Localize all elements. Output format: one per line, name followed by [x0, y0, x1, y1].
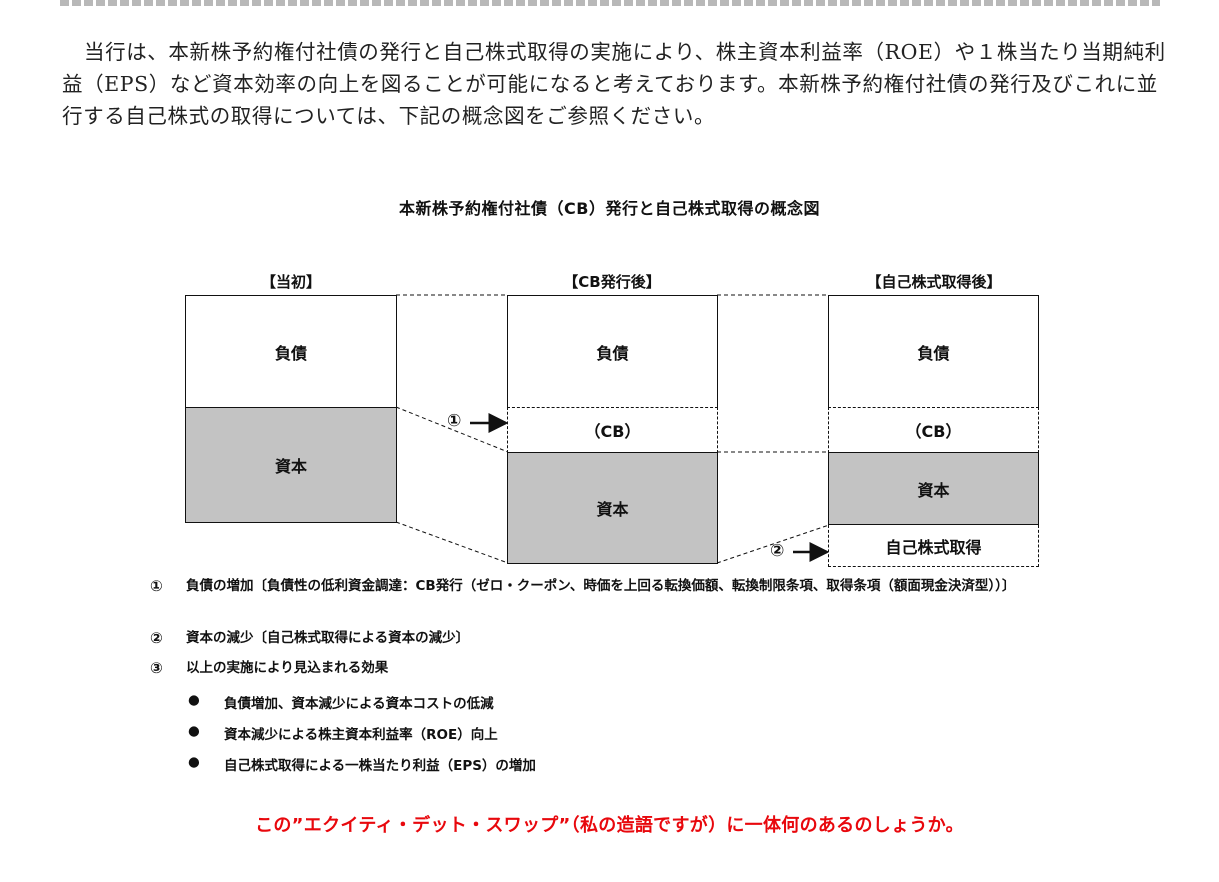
connector-capital-bottom	[395, 521, 509, 564]
red-comment: この”エクイティ・デット・スワップ”（私の造語ですが）に一体何のあるのしょうか。	[255, 815, 964, 836]
intro-paragraph: 当行は、本新株予約権付社債の発行と自己株式取得の実施により、株主資本利益率（RO…	[62, 40, 1166, 128]
column-title-initial: 【当初】	[260, 273, 321, 291]
bullet-dot: ●	[188, 723, 200, 739]
initial-capital-label: 資本	[274, 457, 307, 476]
diagram-title: 本新株予約権付社債（CB）発行と自己株式取得の概念図	[399, 199, 820, 218]
cb-liability-label: 負債	[596, 343, 629, 363]
treasury-stock-box: 自己株式取得	[828, 525, 1039, 567]
initial-liability-label: 負債	[274, 343, 307, 363]
column-title-after-buyback: 【自己株式取得後】	[866, 273, 1002, 291]
cb-liability-box: 負債	[507, 295, 718, 408]
cut-off-text-line	[60, 0, 1160, 6]
buyback-cb-label: （CB）	[905, 422, 962, 441]
note-1-number: ①	[150, 577, 163, 595]
note-2-text: 資本の減少〔自己株式取得による資本の減少〕	[186, 630, 470, 646]
note-1: ① 負債の増加〔負債性の低利資金調達：CB発行（ゼロ・クーポン、時価を上回る転換…	[150, 578, 1110, 595]
marker-1: ①	[447, 411, 462, 431]
note-1-text: 負債の増加〔負債性の低利資金調達：CB発行（ゼロ・クーポン、時価を上回る転換価額…	[186, 578, 1016, 594]
note-3-text: 以上の実施により見込まれる効果	[186, 660, 389, 676]
buyback-capital-box: 資本	[828, 452, 1039, 525]
buyback-liability-label: 負債	[917, 343, 950, 363]
bullet-text-1: 負債増加、資本減少による資本コストの低減	[224, 696, 494, 712]
note-2: ② 資本の減少〔自己株式取得による資本の減少〕	[150, 630, 1110, 647]
note-3-number: ③	[150, 659, 163, 677]
note-2-number: ②	[150, 629, 163, 647]
bullet-dot: ●	[188, 692, 200, 708]
buyback-liability-box: 負債	[828, 295, 1039, 408]
initial-capital-box: 資本	[185, 407, 397, 523]
note-3: ③ 以上の実施により見込まれる効果	[150, 660, 1110, 677]
treasury-stock-label: 自己株式取得	[885, 537, 982, 557]
cb-cb-box: （CB）	[507, 407, 718, 453]
buyback-capital-label: 資本	[917, 480, 950, 500]
cb-cb-label: （CB）	[584, 422, 641, 441]
bullet-dot: ●	[188, 754, 200, 770]
marker-2: ②	[770, 541, 785, 561]
column-title-after-cb: 【CB発行後】	[563, 273, 661, 291]
cb-capital-box: 資本	[507, 452, 718, 564]
buyback-cb-box: （CB）	[828, 407, 1039, 453]
initial-liability-box: 負債	[185, 295, 397, 408]
bullet-text-2: 資本減少による株主資本利益率（ROE）向上	[224, 727, 498, 743]
bullet-text-3: 自己株式取得による一株当たり利益（EPS）の増加	[224, 758, 536, 774]
cb-capital-label: 資本	[596, 500, 629, 519]
